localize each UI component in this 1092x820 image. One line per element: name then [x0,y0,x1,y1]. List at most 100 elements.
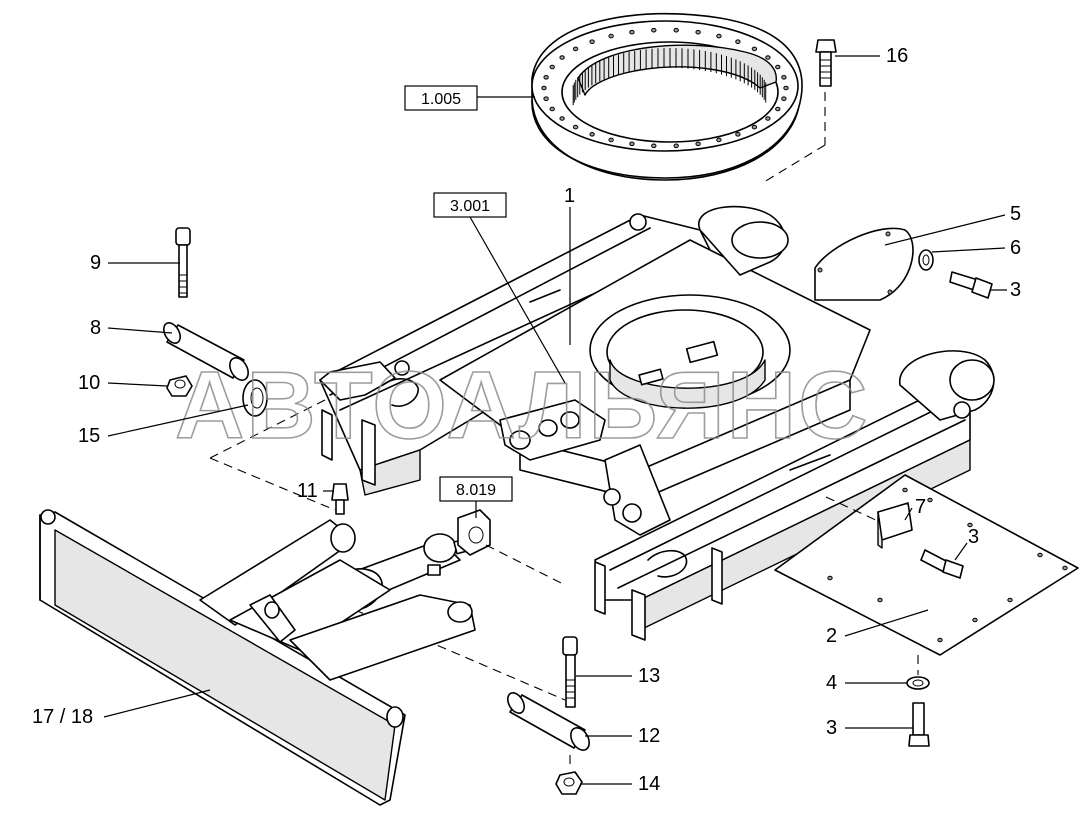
svg-text:4: 4 [826,672,837,694]
callout-9: 9 [90,252,180,274]
svg-text:3.001: 3.001 [450,198,490,215]
svg-text:3: 3 [1010,279,1021,301]
callout-6: 6 [931,237,1021,259]
callout-13: 13 [576,665,660,687]
nut-14 [555,771,583,795]
callout-3a: 3 [990,279,1021,301]
svg-text:3: 3 [826,717,837,739]
svg-text:11: 11 [297,480,318,502]
bolt-hole [781,75,787,80]
bolt-hole [673,27,679,33]
bolt-hole [783,85,789,91]
bolt-hole [651,27,657,33]
dozer-blade [39,509,476,806]
bolt-hole [673,143,679,149]
svg-text:15: 15 [78,425,100,447]
bolt-hole [559,55,565,60]
cylinder-head-8019 [457,509,491,556]
callout-12: 12 [585,725,660,747]
bolt-hole [765,55,771,60]
plate-hole [937,637,943,643]
bolt-hole [559,116,565,121]
bolt-hole [735,39,741,45]
bolt-hole [608,33,614,39]
bolt-hole [716,33,722,39]
plate-hole [1037,552,1043,558]
plate-hole [877,597,883,603]
bolt-hole [751,124,758,130]
bolt-hole [695,29,701,35]
svg-text:13: 13 [638,665,660,687]
bolt-9 [175,227,191,298]
bolt-hole [572,124,579,130]
bolt-hole [541,85,547,91]
svg-text:10: 10 [78,372,100,394]
svg-text:1.005: 1.005 [421,91,461,108]
svg-text:16: 16 [886,45,908,67]
svg-text:6: 6 [1010,237,1021,259]
callout-17-18: 17 / 18 [32,689,211,728]
washer-6 [918,249,934,271]
bolt-hole [775,64,781,70]
svg-text:9: 9 [90,252,101,274]
svg-text:12: 12 [638,725,660,747]
plate-hole [1062,565,1068,571]
bolt-hole [695,141,701,147]
watermark: АВТОАЛЬЯНС [175,352,869,459]
plate-hole [967,522,973,528]
callout-3c: 3 [826,717,913,739]
bolt-hole [543,96,549,101]
svg-text:14: 14 [638,773,660,795]
pin-12 [507,692,590,751]
callout-10: 10 [78,372,168,394]
plate-hole [902,487,908,493]
bolt-hole [735,132,741,137]
bolt-3b [920,549,964,579]
plate-hole [1007,597,1013,603]
slewing-ring [531,12,803,181]
cover-plate-5 [814,227,914,301]
svg-text:17 / 18: 17 / 18 [32,706,93,728]
callout-11: 11 [297,480,334,502]
bolt-hole [629,29,635,35]
svg-text:5: 5 [1010,203,1021,225]
bolt-16 [815,39,837,87]
plate-hole [927,497,933,503]
callout-1: 1 [564,185,575,345]
nut-10 [166,375,193,397]
svg-text:1: 1 [564,185,575,207]
callout-4: 4 [826,672,907,694]
bolt-hole [775,106,781,112]
washer-15 [242,379,268,417]
callout-14: 14 [580,773,660,795]
callout-8: 8 [90,317,173,339]
bolt-hole [572,46,579,52]
bolt-13 [562,636,578,708]
bolt-3c [908,702,930,747]
svg-text:8: 8 [90,317,101,339]
callout-7: 7 [904,496,926,521]
bolt-hole [765,116,771,121]
bolt-hole [549,64,555,70]
bolt-hole [589,132,595,137]
svg-text:3: 3 [968,526,979,548]
callout-3b: 3 [954,526,979,561]
ref-box-1005: 1.005 [404,85,535,111]
bolt-hole [543,75,549,80]
plate-hole [972,617,978,623]
bolt-hole [651,143,657,149]
bolt-hole [549,106,555,112]
ref-box-8019: 8.019 [439,476,513,518]
callout-5: 5 [884,203,1021,246]
bolt-hole [781,96,787,101]
pin-8 [163,322,249,381]
base-plate-2 [774,474,1079,656]
washer-4 [906,676,930,690]
callout-2: 2 [826,609,929,647]
svg-text:7: 7 [915,496,926,518]
svg-text:2: 2 [826,625,837,647]
bolt-hole [608,137,614,143]
bolt-hole [751,46,758,52]
bolt-3a [949,271,993,299]
